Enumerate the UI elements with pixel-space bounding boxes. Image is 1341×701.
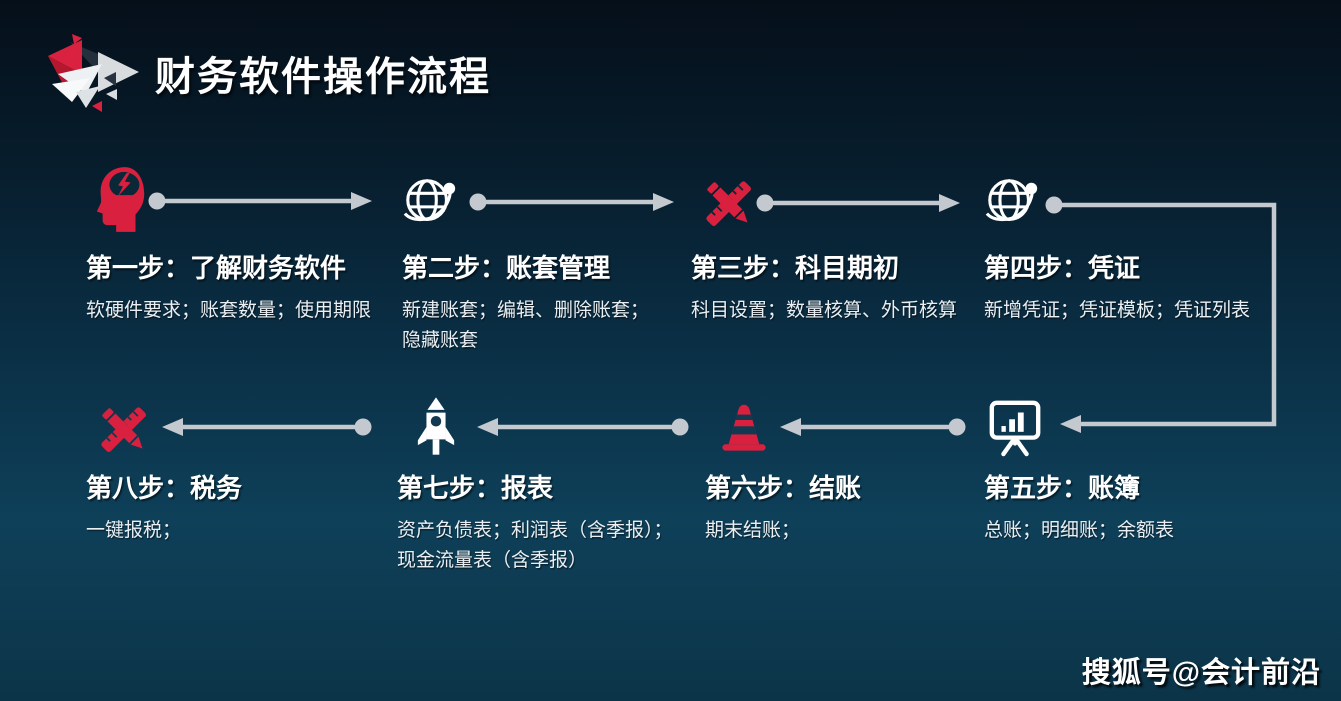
- globe-orbit-icon: [402, 166, 702, 232]
- step-2-desc: 新建账套；编辑、删除账套； 隐藏账套: [402, 300, 650, 351]
- step-4: 第四步：凭证 新增凭证；凭证模板；凭证列表: [984, 166, 1284, 326]
- step-4-title: 第四步：凭证: [984, 253, 1141, 283]
- step-6-title: 第六步：结账: [705, 473, 862, 503]
- step-4-desc: 新增凭证；凭证模板；凭证列表: [984, 300, 1251, 321]
- step-5: 第五步：账簿 总账；明细账；余额表: [984, 392, 1284, 546]
- pencil-ruler-icon: [691, 166, 991, 232]
- step-2-title: 第二步：账套管理: [402, 253, 611, 283]
- watermark: 搜狐号@会计前沿: [1081, 657, 1321, 689]
- step-5-desc: 总账；明细账；余额表: [984, 520, 1175, 541]
- traffic-cone-icon: [705, 392, 995, 458]
- head-lightning-icon: [86, 166, 386, 232]
- step-7-title: 第七步：报表: [397, 473, 554, 503]
- pencil-ruler-icon: [86, 392, 386, 458]
- rocket-icon: [397, 392, 707, 458]
- step-6-desc: 期末结账；: [705, 520, 801, 541]
- step-1: 第一步：了解财务软件 软硬件要求；账套数量；使用期限: [86, 166, 386, 326]
- step-1-desc: 软硬件要求；账套数量；使用期限: [86, 300, 372, 321]
- step-3-title: 第三步：科目期初: [691, 253, 900, 283]
- step-7: 第七步：报表 资产负债表；利润表（含季报）； 现金流量表（含季报）: [397, 392, 707, 576]
- globe-orbit-icon: [984, 166, 1284, 232]
- step-8-desc: 一键报税；: [86, 520, 182, 541]
- step-1-title: 第一步：了解财务软件: [86, 253, 347, 283]
- step-8: 第八步：税务 一键报税；: [86, 392, 386, 546]
- easel-chart-icon: [984, 392, 1284, 458]
- step-5-title: 第五步：账簿: [984, 473, 1141, 503]
- triangles-logo: [42, 28, 152, 125]
- step-3-desc: 科目设置；数量核算、外币核算: [691, 300, 958, 321]
- step-7-desc: 资产负债表；利润表（含季报）； 现金流量表（含季报）: [397, 520, 673, 571]
- step-6: 第六步：结账 期末结账；: [705, 392, 995, 546]
- step-3: 第三步：科目期初 科目设置；数量核算、外币核算: [691, 166, 991, 326]
- step-8-title: 第八步：税务: [86, 473, 243, 503]
- page-title: 财务软件操作流程: [155, 55, 491, 99]
- step-2: 第二步：账套管理 新建账套；编辑、删除账套； 隐藏账套: [402, 166, 702, 356]
